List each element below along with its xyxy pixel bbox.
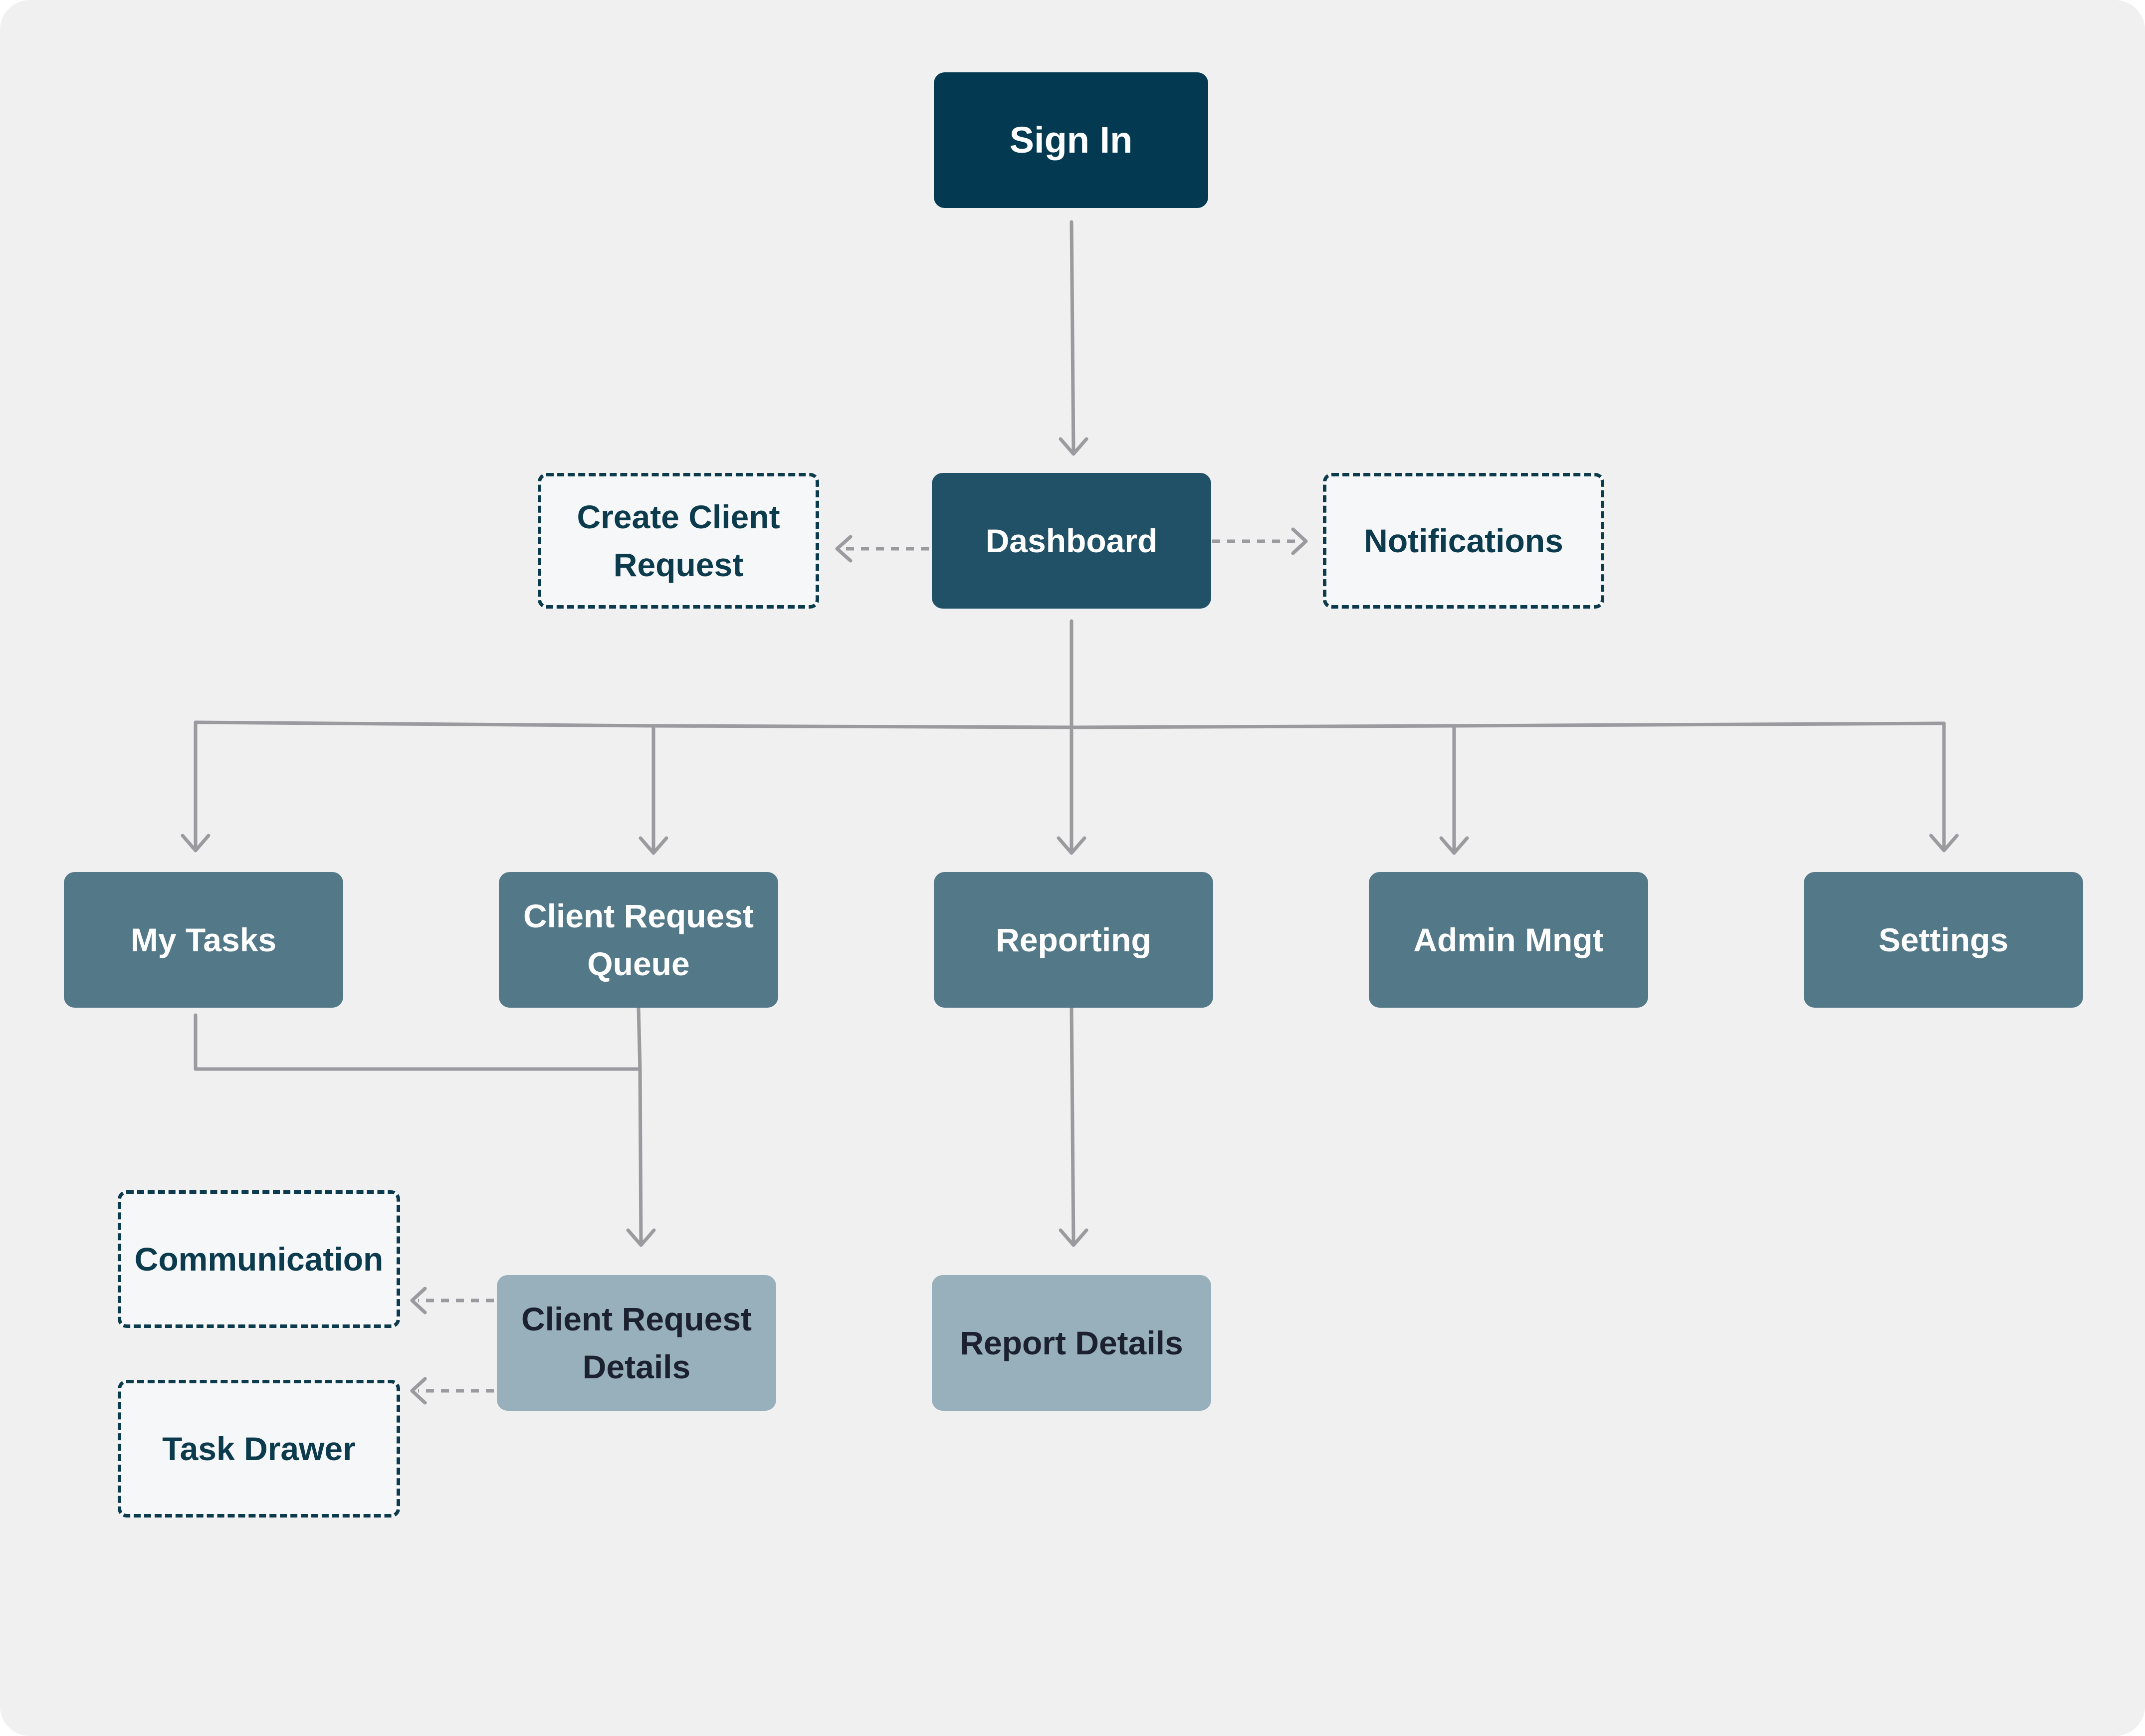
node-dashboard: Dashboard — [932, 473, 1211, 609]
arrowhead-admin — [1439, 836, 1469, 855]
node-report-details: Report Details — [932, 1275, 1211, 1411]
node-report-details-label: Report Details — [960, 1324, 1183, 1361]
arrowhead-notifications — [1291, 527, 1308, 555]
node-task-drawer-label: Task Drawer — [162, 1430, 356, 1467]
arrowhead-queue — [639, 836, 668, 855]
node-sign-in: Sign In — [934, 72, 1208, 208]
node-create-client-request-label: Create Client Request — [577, 498, 780, 583]
arrowhead-settings — [1929, 834, 1959, 853]
connector-mytasks-details — [194, 1013, 642, 1071]
connector-queue-details — [637, 1006, 643, 1244]
node-reporting-label: Reporting — [996, 921, 1151, 958]
node-my-tasks-label: My Tasks — [130, 921, 277, 958]
arrowhead-communication — [410, 1287, 427, 1314]
node-reporting: Reporting — [934, 872, 1213, 1008]
arrowhead-dashboard — [1059, 437, 1088, 456]
arrowhead-reportdetails — [1059, 1228, 1088, 1247]
arrowhead-mytasks — [181, 834, 211, 853]
node-notifications-label: Notifications — [1364, 522, 1563, 559]
connector-reporting-reportdetails — [1070, 1006, 1075, 1244]
node-my-tasks: My Tasks — [64, 872, 343, 1008]
node-admin-mngt-label: Admin Mngt — [1413, 921, 1604, 958]
arrowhead-details — [626, 1228, 656, 1247]
connector-signin-dashboard — [1070, 220, 1075, 453]
node-dashboard-label: Dashboard — [985, 522, 1158, 559]
node-create-client-request: Create Client Request — [538, 473, 819, 609]
node-admin-mngt: Admin Mngt — [1369, 872, 1648, 1008]
node-client-request-queue: Client Request Queue — [499, 872, 778, 1008]
node-sign-in-label: Sign In — [1009, 119, 1133, 161]
node-settings: Settings — [1804, 872, 2083, 1008]
node-notifications: Notifications — [1323, 473, 1604, 609]
arrowhead-reporting — [1057, 836, 1086, 855]
node-task-drawer: Task Drawer — [118, 1380, 400, 1518]
node-client-request-queue-label: Client Request Queue — [523, 897, 754, 982]
node-communication: Communication — [118, 1190, 400, 1328]
node-communication-label: Communication — [134, 1241, 384, 1278]
arrowhead-taskdrawer — [410, 1377, 427, 1405]
node-client-request-details: Client Request Details — [497, 1275, 776, 1411]
arrowhead-create — [835, 535, 853, 563]
node-client-request-details-label: Client Request Details — [521, 1301, 752, 1385]
node-settings-label: Settings — [1878, 921, 2009, 958]
